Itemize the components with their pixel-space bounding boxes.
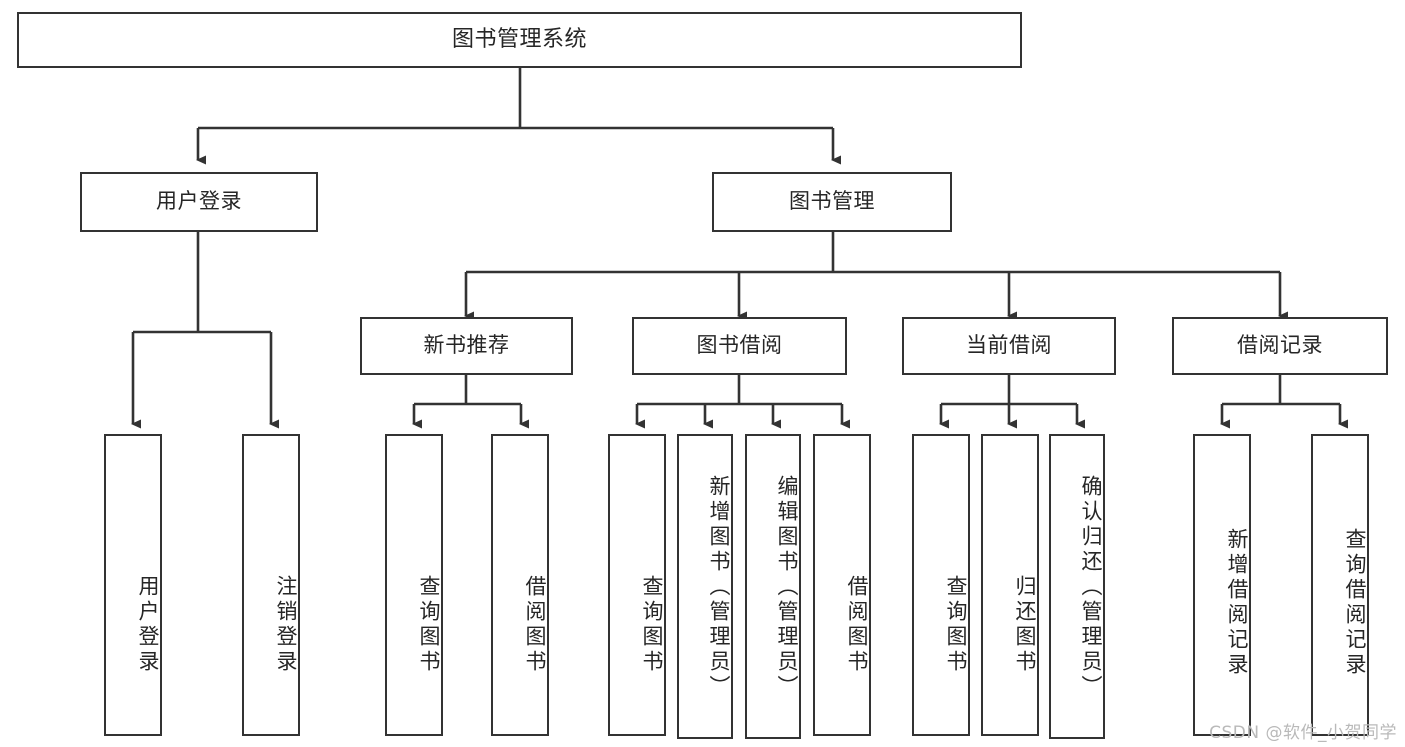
node-label: 图书管理: [789, 189, 875, 214]
leaf-logout[interactable]: 注销登录: [242, 434, 300, 736]
node-label: 确认归还（管理员）: [1079, 475, 1103, 700]
node-label: 图书管理系统: [451, 26, 587, 52]
node-new-book-recommendation[interactable]: 新书推荐: [360, 317, 573, 375]
node-label: 当前借阅: [966, 333, 1052, 358]
node-book-management[interactable]: 图书管理: [712, 172, 952, 232]
leaf-add-book-admin[interactable]: 新增图书（管理员）: [677, 434, 733, 739]
node-label: 图书借阅: [696, 333, 783, 358]
node-label: 编辑图书（管理员）: [775, 475, 799, 700]
leaf-add-borrow-record[interactable]: 新增借阅记录: [1193, 434, 1251, 736]
leaf-borrow-book[interactable]: 借阅图书: [813, 434, 871, 736]
node-label: 查询图书: [417, 575, 441, 675]
node-user-login[interactable]: 用户登录: [80, 172, 318, 232]
leaf-user-login[interactable]: 用户登录: [104, 434, 162, 736]
leaf-query-borrow-record[interactable]: 查询借阅记录: [1311, 434, 1369, 736]
csdn-watermark: CSDN @软件_小贺同学: [1209, 723, 1397, 743]
leaf-query-book-current[interactable]: 查询图书: [912, 434, 970, 736]
node-root-book-management-system[interactable]: 图书管理系统: [17, 12, 1022, 68]
node-label: 查询借阅记录: [1343, 528, 1367, 678]
leaf-confirm-return-admin[interactable]: 确认归还（管理员）: [1049, 434, 1105, 739]
node-label: 用户登录: [136, 575, 160, 675]
node-label: 查询图书: [944, 575, 968, 675]
leaf-return-book[interactable]: 归还图书: [981, 434, 1039, 736]
node-current-borrow[interactable]: 当前借阅: [902, 317, 1116, 375]
node-label: 新书推荐: [423, 333, 510, 358]
node-label: 借阅图书: [845, 575, 869, 675]
leaf-borrow-book-new-recommendation[interactable]: 借阅图书: [491, 434, 549, 736]
leaf-edit-book-admin[interactable]: 编辑图书（管理员）: [745, 434, 801, 739]
node-label: 归还图书: [1013, 575, 1037, 675]
leaf-query-book-borrow[interactable]: 查询图书: [608, 434, 666, 736]
node-label: 查询图书: [640, 575, 664, 675]
node-label: 借阅图书: [523, 575, 547, 675]
node-label: 注销登录: [274, 575, 298, 675]
node-label: 新增图书（管理员）: [707, 475, 731, 700]
node-book-borrow[interactable]: 图书借阅: [632, 317, 847, 375]
node-borrow-record[interactable]: 借阅记录: [1172, 317, 1388, 375]
node-label: 借阅记录: [1237, 333, 1323, 358]
leaf-query-book-new-recommendation[interactable]: 查询图书: [385, 434, 443, 736]
node-label: 用户登录: [156, 189, 242, 214]
node-label: 新增借阅记录: [1225, 528, 1249, 678]
